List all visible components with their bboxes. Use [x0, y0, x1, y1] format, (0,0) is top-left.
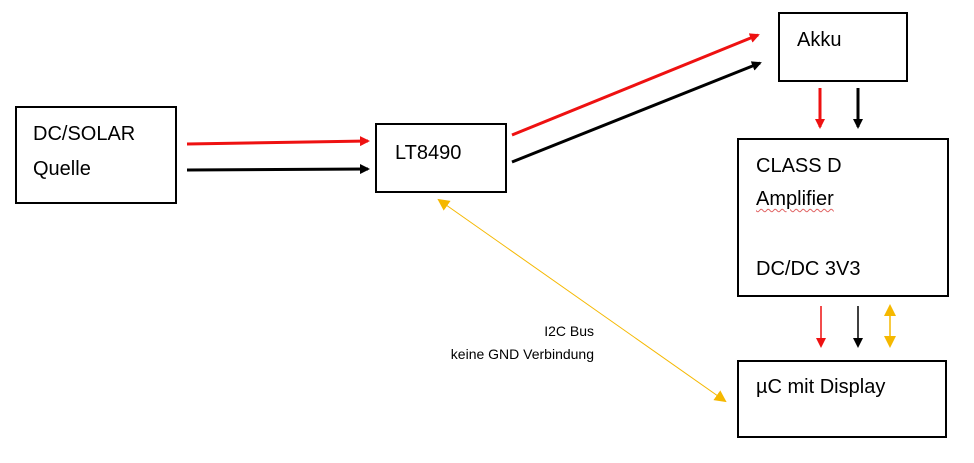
source-label-line2: Quelle	[33, 158, 91, 180]
source-block	[15, 106, 177, 204]
charger-block	[375, 123, 507, 193]
amp-label-line1: CLASS D	[756, 155, 842, 177]
amp-block	[737, 138, 949, 297]
mcu-block	[737, 360, 947, 438]
battery-block	[778, 12, 908, 82]
charger-label: LT8490	[395, 142, 462, 164]
i2c-bus-arrow	[437, 198, 727, 403]
charger-to-battery-ground-arrow	[511, 61, 762, 164]
source-label-line1: DC/SOLAR	[33, 123, 136, 145]
mcu-label: µC mit Display	[756, 376, 886, 398]
source-to-charger-ground-arrow	[186, 164, 370, 175]
amp-label-line2: Amplifier	[756, 188, 834, 210]
source-to-charger-positive-arrow	[186, 136, 370, 147]
bus-label-line2: keine GND Verbindung	[450, 346, 594, 362]
bus-label-line1: I2C Bus	[544, 323, 594, 339]
charger-to-battery-positive-arrow	[511, 33, 760, 137]
amp-label-line3: DC/DC 3V3	[756, 258, 861, 280]
battery-label: Akku	[797, 29, 842, 51]
